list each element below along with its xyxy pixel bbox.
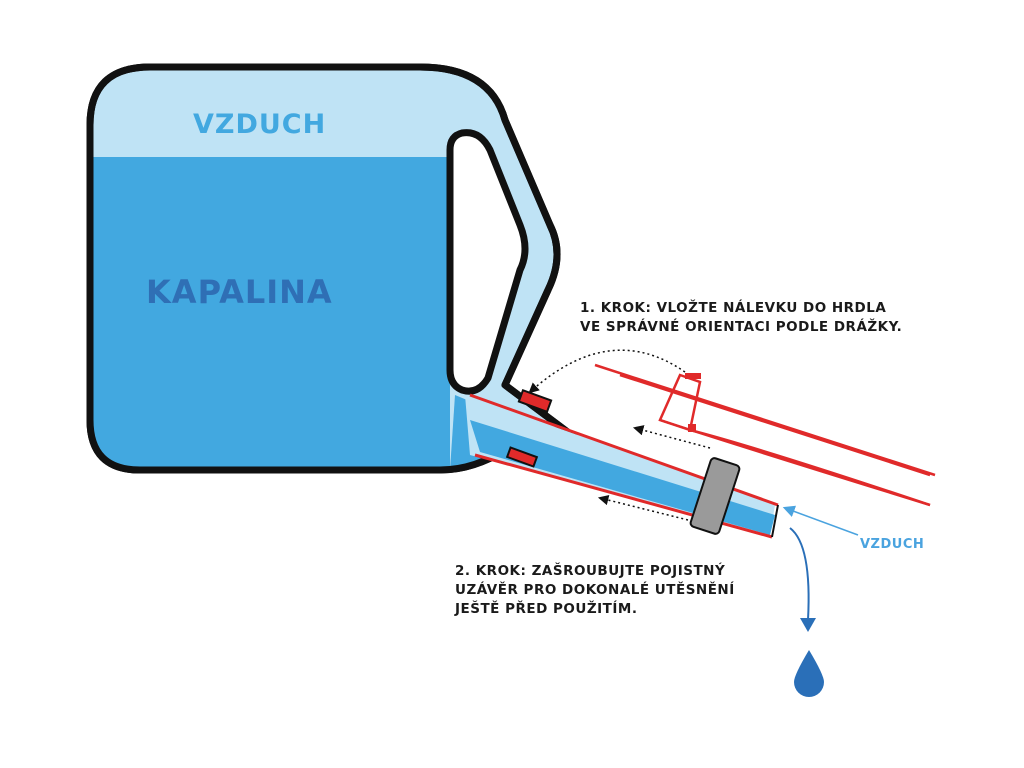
outflow-arrow — [789, 527, 810, 621]
neck-clip-bottom — [505, 446, 539, 468]
step2-line1: 2. KROK: ZAŠROUBUJTE POJISTNÝ — [455, 561, 725, 579]
liquid-drop-icon — [794, 650, 824, 697]
step2-line2: UZÁVĚR PRO DOKONALÉ UTĚSNĚNÍ — [455, 581, 735, 598]
neck-clip-top — [517, 388, 553, 414]
air-inflow-label: VZDUCH — [860, 537, 924, 552]
liquid-fill — [90, 157, 450, 470]
insert-arrow — [528, 349, 686, 394]
air-inflow-arrow — [782, 505, 859, 536]
tank-air-label: VZDUCH — [193, 109, 326, 140]
detached-funnel — [594, 363, 936, 507]
screw-arrow-upper — [632, 425, 711, 449]
step1-line1: 1. KROK: VLOŽTE NÁLEVKU DO HRDLA — [580, 299, 886, 316]
canister-handle-hole — [446, 129, 529, 395]
outflow-arrowhead — [800, 618, 816, 632]
installed-funnel — [465, 388, 779, 539]
step1-line2: VE SPRÁVNÉ ORIENTACI PODLE DRÁŽKY. — [580, 318, 902, 335]
safety-cap — [689, 457, 741, 535]
tank-liquid-label: KAPALINA — [146, 273, 333, 311]
step2-line3: JEŠTĚ PŘED POUŽITÍM. — [454, 599, 637, 617]
screw-arrow-lower — [597, 494, 689, 521]
canister — [86, 63, 589, 474]
